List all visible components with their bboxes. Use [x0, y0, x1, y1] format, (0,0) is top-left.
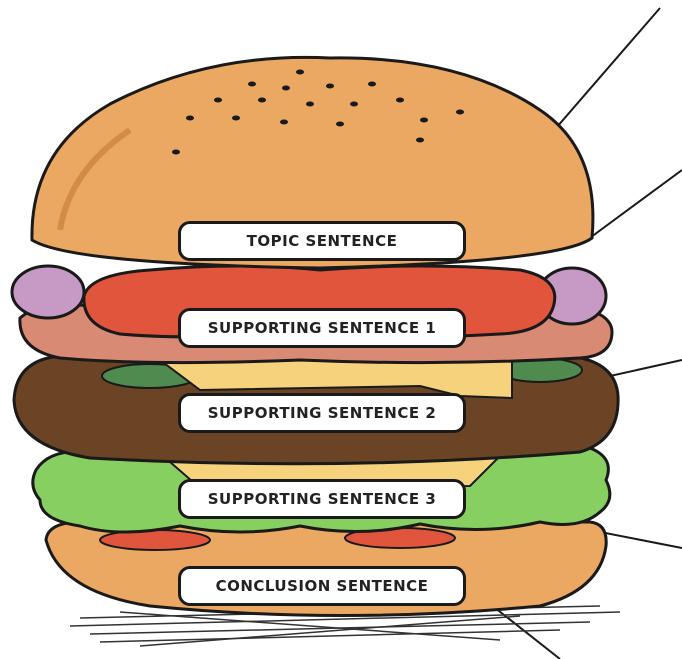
- conclusion-sentence-label: CONCLUSION SENTENCE: [178, 566, 466, 606]
- onion-left: [12, 266, 84, 318]
- supporting-sentence-1-label: SUPPORTING SENTENCE 1: [178, 308, 466, 348]
- supporting-sentence-2-label: SUPPORTING SENTENCE 2: [178, 393, 466, 433]
- topic-sentence-label: TOPIC SENTENCE: [178, 221, 466, 261]
- supporting-sentence-3-label: SUPPORTING SENTENCE 3: [178, 479, 466, 519]
